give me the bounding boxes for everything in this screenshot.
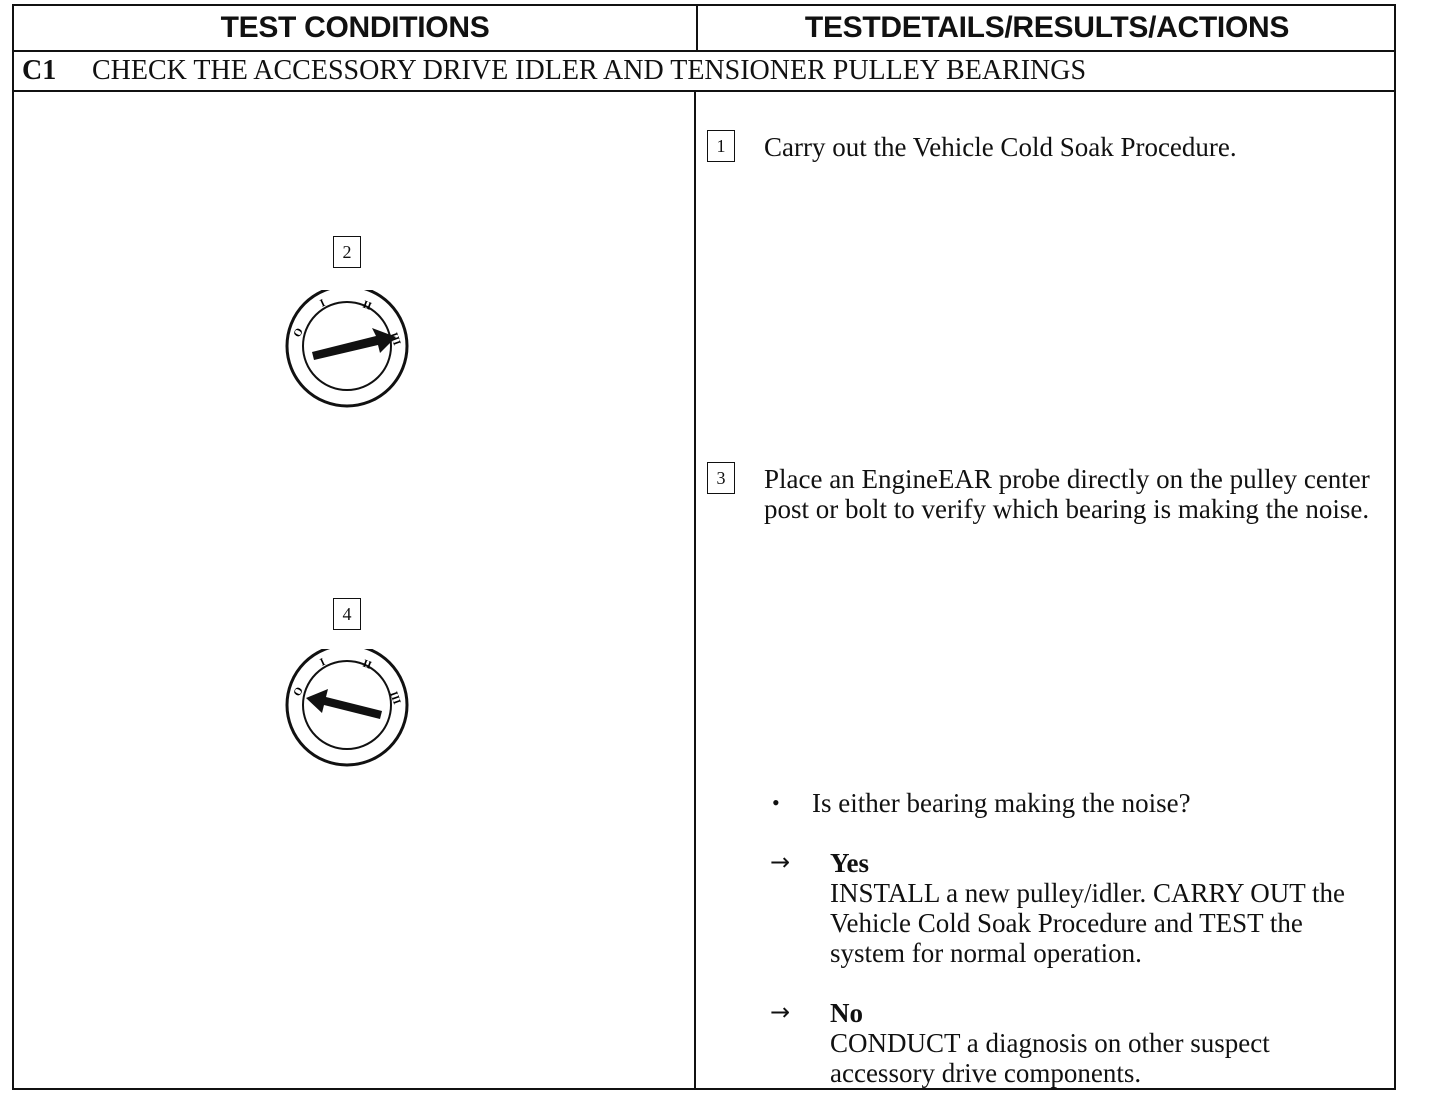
answer-no-action: CONDUCT a diagnosis on other suspect acc… bbox=[830, 1028, 1270, 1088]
header-rule bbox=[14, 50, 1394, 52]
section-rule bbox=[14, 90, 1394, 92]
question-text: Is either bearing making the noise? bbox=[812, 788, 1191, 818]
test-table: TEST CONDITIONS TESTDETAILS/RESULTS/ACTI… bbox=[12, 4, 1396, 1090]
answer-yes-action: INSTALL a new pulley/idler. CARRY OUT th… bbox=[830, 878, 1346, 968]
no-arrow-icon: → bbox=[770, 998, 791, 1026]
step-2-box: 2 bbox=[333, 236, 361, 268]
answer-no: No CONDUCT a diagnosis on other suspect … bbox=[830, 998, 1375, 1088]
section-code: C1 bbox=[22, 55, 57, 86]
section-row: C1 CHECK THE ACCESSORY DRIVE IDLER AND T… bbox=[14, 52, 1394, 90]
step-3-text: Place an EngineEAR probe directly on the… bbox=[764, 464, 1370, 524]
header-test-conditions: TEST CONDITIONS bbox=[220, 11, 490, 44]
ignition-switch-off-icon: O I II III bbox=[285, 649, 409, 767]
svg-text:I: I bbox=[318, 297, 327, 310]
svg-text:III: III bbox=[387, 331, 403, 347]
header-divider bbox=[696, 6, 698, 50]
header-test-details: TESTDETAILS/RESULTS/ACTIONS bbox=[804, 11, 1290, 44]
answer-no-label: No bbox=[830, 998, 863, 1028]
svg-text:I: I bbox=[318, 656, 327, 669]
step-4-box: 4 bbox=[333, 598, 361, 630]
answer-yes: Yes INSTALL a new pulley/idler. CARRY OU… bbox=[830, 848, 1375, 968]
column-divider bbox=[694, 92, 696, 1088]
section-title: CHECK THE ACCESSORY DRIVE IDLER AND TENS… bbox=[92, 55, 1087, 86]
yes-arrow-icon: → bbox=[770, 848, 791, 876]
bullet-icon: • bbox=[772, 790, 780, 815]
step-3-box: 3 bbox=[707, 462, 735, 494]
answer-yes-label: Yes bbox=[830, 848, 869, 878]
ignition-switch-run-icon: O I II III bbox=[285, 290, 409, 408]
step-1-box: 1 bbox=[707, 130, 735, 162]
svg-text:III: III bbox=[387, 690, 403, 706]
svg-text:II: II bbox=[361, 658, 373, 672]
svg-text:II: II bbox=[361, 299, 373, 313]
step-1-text: Carry out the Vehicle Cold Soak Procedur… bbox=[764, 132, 1237, 162]
